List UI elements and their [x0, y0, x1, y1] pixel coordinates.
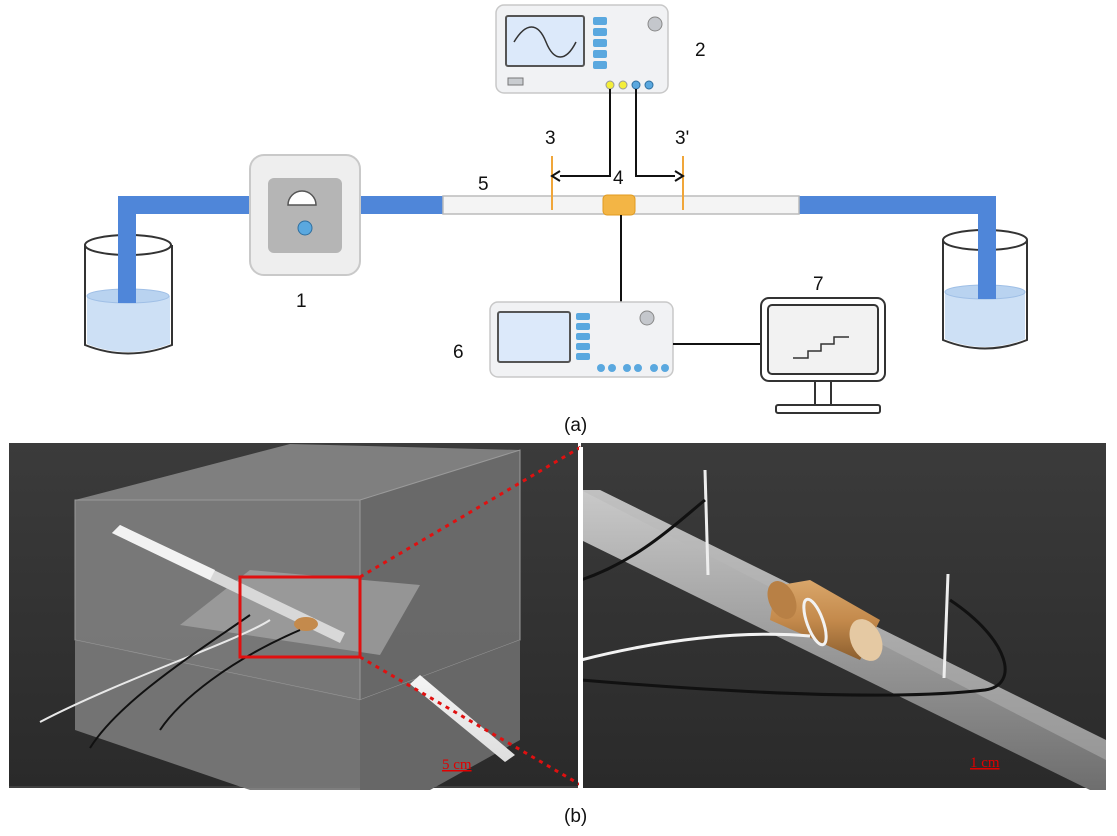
- render-zoom: 1 cm: [580, 443, 1106, 790]
- meter: [489, 301, 674, 378]
- sine-wave-icon: [513, 26, 577, 58]
- caption-a: (a): [564, 415, 587, 436]
- label-pipe: 5: [478, 174, 489, 195]
- label-electrode-left: 3: [545, 128, 556, 149]
- zoom-line-top: [359, 445, 582, 579]
- caption-b: (b): [564, 806, 587, 827]
- step-signal-icon: [793, 336, 849, 359]
- label-meter: 6: [453, 342, 464, 363]
- label-computer: 7: [813, 274, 824, 295]
- generator-wires: [550, 89, 685, 182]
- panel-a: 1 2 3 3' 4 5 6 7 (a): [84, 4, 1028, 436]
- scale-bar-right: 1 cm: [970, 755, 1000, 771]
- pump: [249, 154, 361, 276]
- render-overview: 5 cm: [9, 443, 578, 790]
- label-sensor: 4: [613, 168, 624, 189]
- label-electrode-right: 3': [675, 128, 689, 149]
- scale-bar-left: 5 cm: [442, 757, 472, 773]
- label-generator: 2: [695, 40, 706, 61]
- panel-b: 5 cm 1 cm (b): [9, 443, 1106, 827]
- zoom-line-bottom: [359, 655, 582, 787]
- zoom-box: [238, 575, 362, 659]
- computer: [760, 297, 886, 414]
- label-pump: 1: [296, 291, 307, 312]
- signal-generator: [495, 4, 669, 94]
- sensor: [602, 194, 636, 216]
